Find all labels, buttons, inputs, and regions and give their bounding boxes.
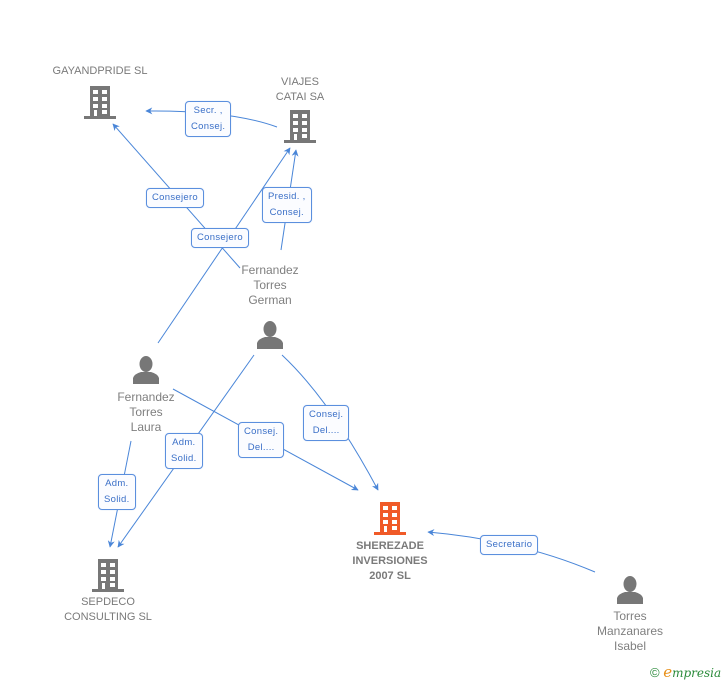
building-icon	[92, 559, 124, 592]
person-icon	[133, 356, 159, 384]
node-gayandpride[interactable]: GAYANDPRIDE SL	[40, 64, 160, 120]
node-sherezade[interactable]: SHEREZADE INVERSIONES 2007 SL	[330, 500, 450, 584]
person-icon	[257, 321, 283, 349]
node-german[interactable]: Fernandez Torres German	[220, 263, 320, 350]
node-laura[interactable]: Fernandez Torres Laura	[96, 355, 196, 435]
edge-label-laura-sherezade[interactable]: Consej. Del....	[238, 422, 285, 458]
edge-label-german-gayandpride[interactable]: Consejero	[146, 188, 205, 208]
empresia-logo: © empresia	[650, 663, 721, 681]
building-icon	[284, 110, 316, 143]
copyright-icon: ©	[650, 665, 660, 680]
edge-label-viajes-gayandpride[interactable]: Secr. , Consej.	[185, 101, 232, 137]
building-icon-focus	[374, 502, 406, 535]
node-viajes[interactable]: VIAJES CATAI SA	[250, 75, 350, 144]
person-icon	[617, 576, 643, 604]
edge-label-german-sepdeco[interactable]: Adm. Solid.	[165, 433, 203, 469]
node-sepdeco[interactable]: SEPDECO CONSULTING SL	[48, 557, 168, 625]
node-label[interactable]: VIAJES CATAI SA	[275, 76, 325, 103]
edge-label-isabel-sherezade[interactable]: Secretario	[480, 535, 539, 555]
edge-label-german-sherezade[interactable]: Consej. Del....	[303, 405, 350, 441]
node-label[interactable]: GAYANDPRIDE SL	[52, 65, 148, 77]
edge-label-laura-sepdeco[interactable]: Adm. Solid.	[98, 474, 136, 510]
node-label[interactable]: Fernandez Torres Laura	[117, 390, 175, 434]
node-isabel[interactable]: Torres Manzanares Isabel	[580, 575, 680, 654]
node-label[interactable]: Fernandez Torres German	[241, 263, 299, 307]
building-icon	[84, 86, 116, 119]
node-label[interactable]: SHEREZADE INVERSIONES 2007 SL	[352, 540, 428, 582]
edge-label-laura-viajes[interactable]: Consejero	[191, 228, 250, 248]
node-label[interactable]: SEPDECO CONSULTING SL	[64, 596, 152, 623]
brand-name: empresia	[663, 663, 722, 681]
node-label[interactable]: Torres Manzanares Isabel	[596, 609, 664, 653]
edge-label-german-viajes[interactable]: Presid. , Consej.	[262, 187, 312, 223]
